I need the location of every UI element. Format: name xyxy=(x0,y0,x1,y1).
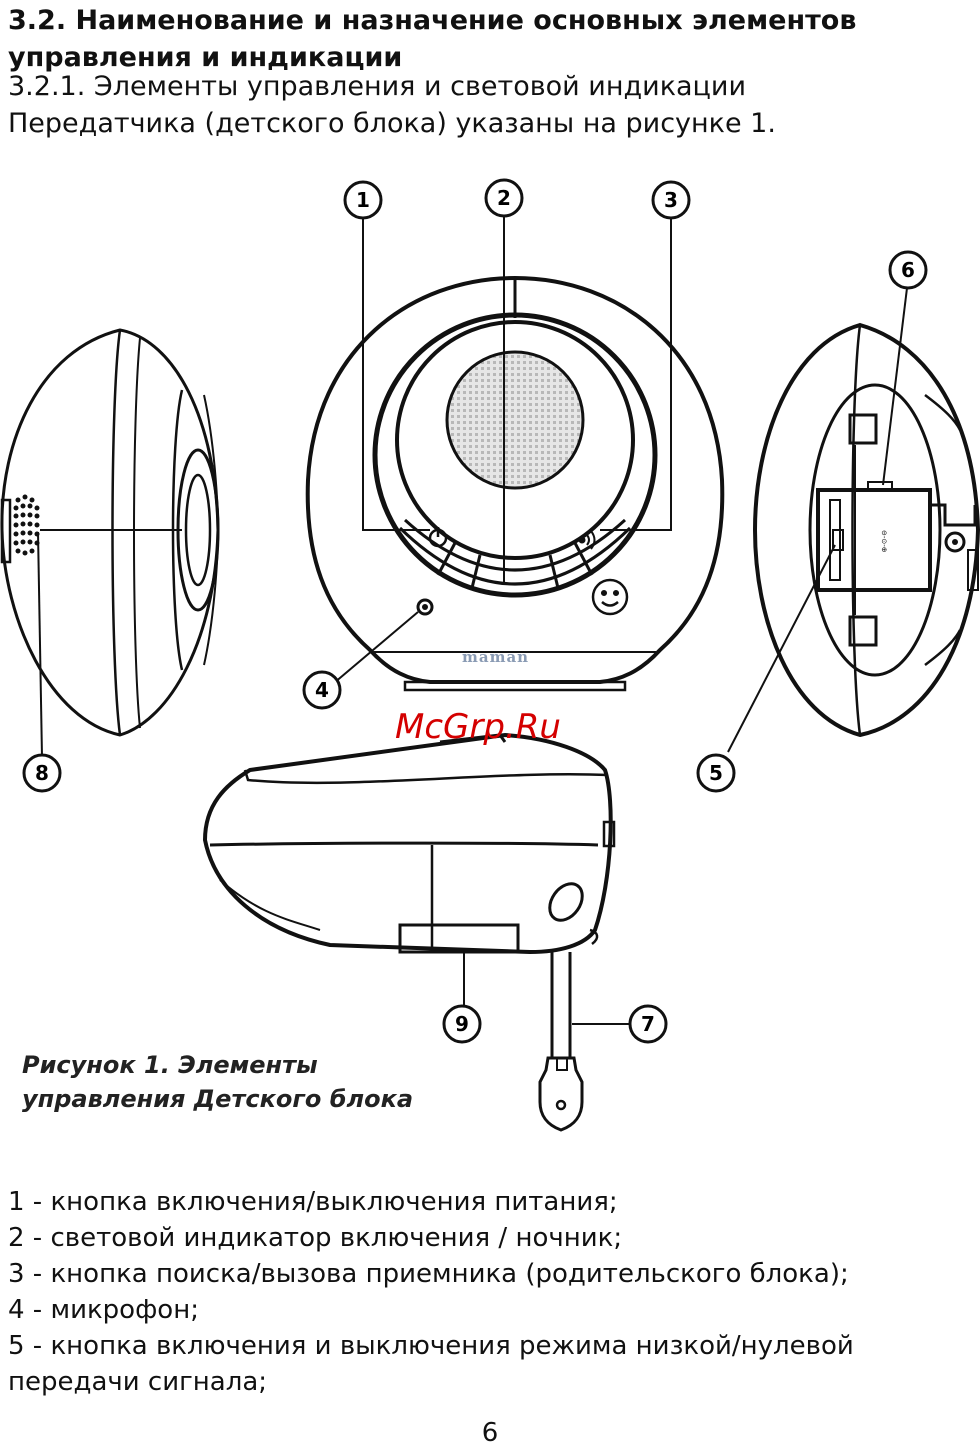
brand-label: maman xyxy=(462,648,529,666)
svg-text:6: 6 xyxy=(901,258,915,282)
smiley-icon xyxy=(591,578,629,616)
front-view: maman xyxy=(305,275,725,692)
svg-text:⊖-⊙-⊕: ⊖-⊙-⊕ xyxy=(880,530,888,553)
page-number: 6 xyxy=(481,1418,499,1448)
intro-line-1: 3.2.1. Элементы управления и световой ин… xyxy=(8,71,747,102)
svg-text:7: 7 xyxy=(641,1012,655,1036)
callout-4: 4 xyxy=(302,670,342,710)
callout-7: 7 xyxy=(628,1004,668,1044)
intro-paragraph: 3.2.1. Элементы управления и световой ин… xyxy=(8,68,968,142)
legend-item: 5 - кнопка включения и выключения режима… xyxy=(8,1331,854,1361)
svg-text:3: 3 xyxy=(664,188,678,212)
callout-5: 5 xyxy=(696,753,736,793)
caption-line-1: Рисунок 1. Элементы xyxy=(22,1051,318,1079)
element-legend: 1 - кнопка включения/выключения питания;… xyxy=(8,1184,968,1400)
side-view-left xyxy=(0,328,220,737)
side-view-right: ⊖-⊙-⊕ xyxy=(752,322,980,738)
svg-text:4: 4 xyxy=(315,678,329,702)
callout-6: 6 xyxy=(888,250,928,290)
svg-text:1: 1 xyxy=(356,188,370,212)
svg-text:9: 9 xyxy=(455,1012,469,1036)
callout-8: 8 xyxy=(22,753,62,793)
callout-1: 1 xyxy=(343,180,383,220)
section-heading: 3.2. Наименование и назначение основных … xyxy=(8,2,968,76)
svg-text:2: 2 xyxy=(497,186,511,210)
legend-item: 2 - световой индикатор включения / ночни… xyxy=(8,1223,623,1253)
microphone-hole-icon xyxy=(416,598,434,616)
callout-3: 3 xyxy=(651,180,691,220)
legend-item: 4 - микрофон; xyxy=(8,1295,199,1325)
intro-line-2: Передатчика (детского блока) указаны на … xyxy=(8,108,776,139)
legend-item: 3 - кнопка поиска/вызова приемника (роди… xyxy=(8,1259,849,1289)
legend-item: передачи сигнала; xyxy=(8,1367,268,1397)
power-icon xyxy=(428,527,448,548)
call-waves-icon xyxy=(578,530,596,550)
caption-line-2: управления Детского блока xyxy=(22,1085,414,1113)
svg-text:5: 5 xyxy=(709,761,723,785)
figure-caption: Рисунок 1. Элементы управления Детского … xyxy=(22,1048,413,1116)
bottom-view xyxy=(202,732,616,1132)
svg-text:8: 8 xyxy=(35,761,49,785)
heading-line-1: 3.2. Наименование и назначение основных … xyxy=(8,5,857,36)
figure-baby-unit: maman ⊖-⊙-⊕ xyxy=(0,178,980,1132)
watermark: McGrp.Ru xyxy=(395,707,561,747)
legend-item: 1 - кнопка включения/выключения питания; xyxy=(8,1187,618,1217)
heading-line-2: управления и индикации xyxy=(8,42,403,73)
callout-2: 2 xyxy=(484,178,524,218)
callout-9: 9 xyxy=(442,1004,482,1044)
microphone-holes-icon xyxy=(13,494,40,556)
leader-lines xyxy=(37,215,908,1025)
